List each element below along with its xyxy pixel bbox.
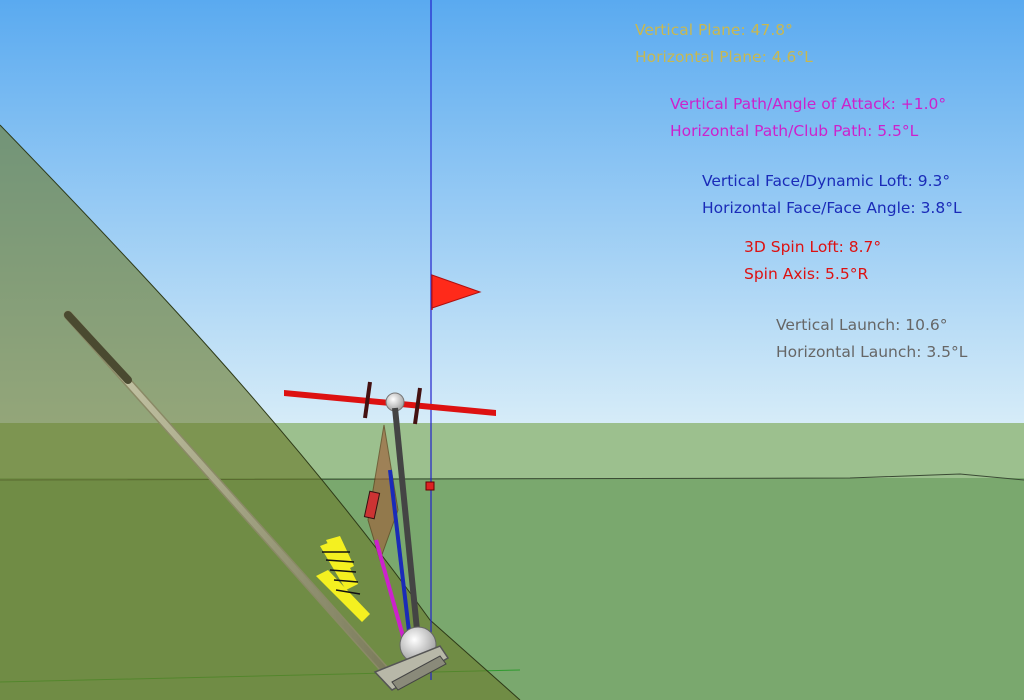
horizon-line — [0, 473, 1024, 481]
club-head-icon — [373, 645, 450, 691]
spin-loft-label: 3D Spin Loft: 8.7° — [744, 238, 882, 256]
target-marker — [425, 481, 435, 491]
horizontal-plane-label: Horizontal Plane: 4.6°L — [635, 48, 813, 66]
spin-axis-label: Spin Axis: 5.5°R — [744, 265, 869, 283]
spin-axis-tick-right — [413, 387, 422, 425]
swing-plane — [0, 125, 520, 700]
club-grip — [64, 311, 132, 384]
swing-plane-edge — [0, 124, 521, 700]
flag-icon — [431, 274, 482, 309]
horizontal-face-label: Horizontal Face/Face Angle: 3.8°L — [702, 199, 962, 217]
vertical-path-label: Vertical Path/Angle of Attack: +1.0° — [670, 95, 947, 113]
spin-axis-tick-left — [363, 381, 372, 419]
launch-rod — [392, 407, 421, 641]
face-rod — [388, 469, 412, 641]
club-path-traces — [316, 536, 370, 622]
face-marker — [363, 490, 381, 520]
vertical-face-label: Vertical Face/Dynamic Loft: 9.3° — [702, 172, 951, 190]
horizontal-path-label: Horizontal Path/Club Path: 5.5°L — [670, 122, 919, 140]
horizontal-launch-label: Horizontal Launch: 3.5°L — [776, 343, 968, 361]
vertical-launch-label: Vertical Launch: 10.6° — [776, 316, 948, 334]
club-head-face — [391, 655, 447, 691]
vertical-plane-label: Vertical Plane: 47.8° — [635, 21, 793, 39]
path-rod — [374, 539, 406, 641]
